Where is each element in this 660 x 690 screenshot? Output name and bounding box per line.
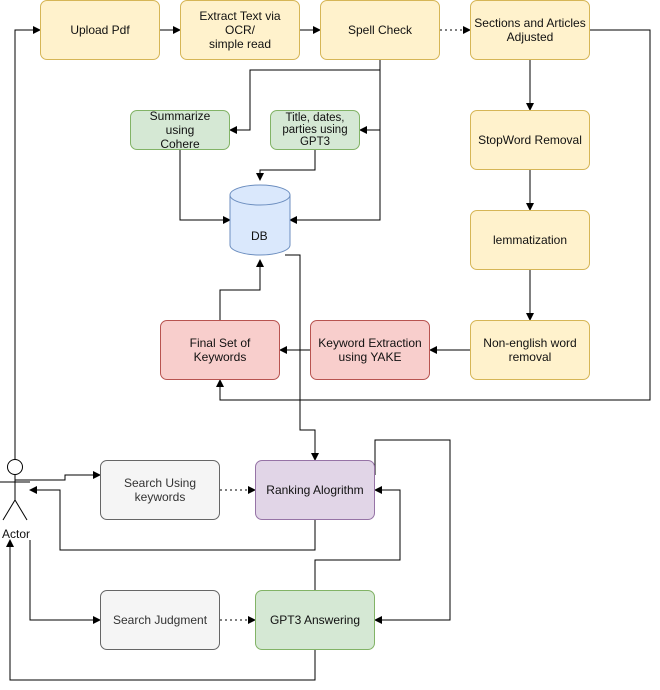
- edge-sections-to-final: [216, 29, 651, 401]
- edge-actor-to-search-judgment: [29, 540, 101, 624]
- node-stopword-removal: StopWord Removal: [470, 110, 590, 170]
- edge-actor-to-upload: [14, 26, 41, 460]
- edge-db-to-ranking: [285, 254, 319, 461]
- node-final-keywords: Final Set of Keywords: [160, 320, 280, 380]
- node-extract-text-label: Extract Text via OCR/ simple read: [199, 9, 281, 51]
- edge-spell-to-db: [289, 60, 381, 224]
- node-upload-pdf: Upload Pdf: [40, 0, 160, 60]
- node-ranking-algorithm-label: Ranking Alogrithm: [266, 483, 364, 497]
- node-sections-articles-label: Sections and Articles Adjusted: [474, 16, 586, 44]
- edge-ranking-to-gpt3: [374, 439, 451, 624]
- edge-actor-to-search-keywords: [15, 471, 101, 481]
- actor-figure: [0, 459, 30, 521]
- node-summarize-cohere-label: Summarize using Cohere: [149, 109, 211, 151]
- node-lemmatization-label: lemmatization: [492, 233, 568, 247]
- actor-label: Actor: [2, 527, 31, 541]
- edge-summarize-to-db: [179, 150, 231, 224]
- db-label: DB: [251, 229, 268, 243]
- node-gpt3-answering: GPT3 Answering: [255, 590, 375, 650]
- node-upload-pdf-label: Upload Pdf: [70, 23, 130, 37]
- node-stopword-removal-label: StopWord Removal: [478, 133, 582, 147]
- node-spell-check-label: Spell Check: [347, 23, 413, 37]
- node-title-dates-parties: Title, dates, parties using GPT3: [270, 110, 360, 150]
- node-summarize-cohere: Summarize using Cohere: [130, 109, 230, 151]
- node-extract-text: Extract Text via OCR/ simple read: [180, 0, 300, 60]
- edge-gpt3-to-ranking: [314, 486, 401, 590]
- edge-ranking-to-actor: [29, 486, 316, 551]
- db-cylinder: [229, 184, 291, 256]
- node-gpt3-answering-label: GPT3 Answering: [269, 613, 361, 627]
- node-lemmatization: lemmatization: [470, 210, 590, 270]
- node-spell-check: Spell Check: [320, 0, 440, 60]
- node-non-english-removal: Non-english word removal: [470, 320, 590, 380]
- node-search-keywords-label: Search Using keywords: [123, 476, 197, 504]
- edge-title-to-db: [256, 150, 316, 181]
- node-sections-articles: Sections and Articles Adjusted: [470, 0, 590, 60]
- node-title-dates-parties-label: Title, dates, parties using GPT3: [282, 112, 348, 148]
- node-keyword-extraction-yake: Keyword Extraction using YAKE: [310, 320, 430, 380]
- edge-final-to-db: [219, 259, 264, 320]
- node-ranking-algorithm: Ranking Alogrithm: [255, 460, 375, 520]
- node-search-judgment-label: Search Judgment: [112, 613, 208, 627]
- node-final-keywords-label: Final Set of Keywords: [189, 336, 251, 364]
- node-search-judgment: Search Judgment: [100, 590, 220, 650]
- node-non-english-removal-label: Non-english word removal: [483, 336, 577, 364]
- node-keyword-extraction-yake-label: Keyword Extraction using YAKE: [318, 336, 422, 364]
- edge-gpt3-to-actor: [6, 539, 316, 681]
- node-search-keywords: Search Using keywords: [100, 460, 220, 520]
